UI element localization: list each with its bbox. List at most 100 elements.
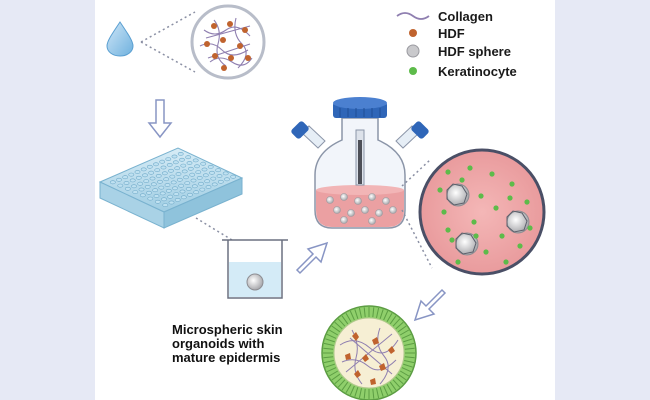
skin-organoid-icon: [321, 305, 417, 400]
plate-well: [184, 181, 191, 186]
plate-well: [159, 159, 166, 164]
epidermis-layer-line: [397, 325, 407, 333]
epidermis-layer-line: [403, 338, 413, 343]
caption-line-2: organoids with: [172, 336, 265, 351]
plate-well: [161, 197, 167, 202]
epidermis-layer-line: [323, 347, 334, 350]
epidermis-layer-line: [389, 381, 397, 391]
epidermis-layer-line: [337, 318, 346, 327]
legend-label-collagen: Collagen: [438, 8, 493, 24]
plate-well: [190, 178, 197, 183]
epidermis-layer-line: [363, 307, 366, 318]
plate-well: [146, 190, 152, 195]
plate-well: [187, 192, 193, 197]
epidermis-layer-line: [328, 370, 339, 377]
epidermis-layer-line: [326, 333, 337, 339]
plate-well: [193, 190, 200, 195]
plate-well: [181, 169, 188, 174]
plate-well: [167, 194, 174, 199]
epidermis-layer-line: [341, 381, 349, 391]
plate-well: [205, 185, 212, 189]
plate-well: [163, 177, 170, 182]
plate-well: [109, 180, 116, 185]
epidermis-layer-line: [337, 379, 346, 388]
epidermis-layer-line: [372, 388, 375, 399]
epidermis-layer-line: [323, 356, 334, 359]
plate-well: [191, 184, 198, 189]
plate-well: [138, 187, 145, 192]
epidermis-layer-line: [403, 363, 413, 368]
plate-well: [230, 174, 237, 179]
plate-well: [198, 181, 204, 186]
keratinocyte-cluster: [437, 165, 533, 265]
plate-well: [192, 158, 199, 163]
legend-collagen: Collagen: [396, 7, 493, 25]
caption-line-1: Microspheric skin: [172, 322, 283, 337]
plate-well: [166, 162, 173, 167]
plate-well: [164, 183, 171, 187]
epidermis-layer-line: [399, 370, 410, 377]
plate-well: [211, 182, 218, 187]
epidermis-layer-line: [392, 379, 401, 388]
plate-well: [157, 179, 163, 184]
hdf-sphere-icon: [406, 44, 420, 58]
epidermis-layer-line: [401, 367, 412, 373]
plate-well: [185, 186, 192, 191]
plate-well: [210, 176, 217, 181]
magnification-lines-top: [140, 11, 196, 73]
plate-well: [165, 157, 172, 162]
plate-well: [129, 178, 136, 183]
plate-well: [137, 181, 144, 186]
epidermis-layer-line: [383, 310, 389, 321]
legend-label-keratinocyte: Keratinocyte: [438, 63, 517, 79]
plate-well: [200, 161, 207, 166]
epidermis-layer-line: [392, 318, 401, 327]
plate-well: [173, 192, 180, 197]
epidermis-layer-line: [404, 347, 415, 350]
plate-well: [132, 190, 139, 195]
arrow-down-icon: [147, 99, 173, 139]
plate-well: [139, 193, 146, 198]
plate-well: [224, 177, 230, 182]
plate-well: [178, 183, 185, 188]
plate-well: [131, 184, 137, 189]
organoid-caption: Microspheric skin organoids with mature …: [172, 323, 322, 365]
plate-well: [180, 195, 187, 200]
magnified-collagen-hdf-icon: [190, 4, 266, 80]
plate-well: [116, 177, 122, 182]
epidermis-layer-line: [323, 342, 334, 346]
plate-well: [196, 175, 203, 180]
plate-well: [209, 170, 215, 175]
plate-well: [159, 191, 166, 196]
epidermis-layer-line: [354, 387, 359, 397]
epidermis-layer-line: [372, 307, 375, 318]
plate-well: [170, 180, 177, 185]
epidermis-layer-line: [397, 373, 407, 381]
plate-well: [183, 175, 189, 180]
plate-well: [177, 151, 184, 156]
legend-hdf: HDF: [396, 24, 465, 42]
plate-well: [168, 168, 174, 173]
droplet-icon: [106, 21, 134, 57]
plate-well: [172, 186, 178, 191]
legend-label-hdf: HDF: [438, 25, 465, 41]
plate-well: [160, 165, 167, 170]
epidermis-layer-line: [386, 312, 393, 323]
epidermis-layer-line: [345, 383, 352, 394]
epidermis-layer-line: [341, 315, 349, 325]
epidermis-layer-line: [376, 307, 380, 318]
plate-well: [207, 164, 214, 169]
epidermis-layer-line: [404, 342, 415, 346]
spinner-flask-icon: [291, 97, 429, 229]
plate-well: [147, 196, 154, 201]
plate-well: [174, 197, 181, 202]
plate-well: [172, 160, 179, 165]
plate-well: [140, 167, 147, 172]
hdf-sphere-cluster: [446, 183, 530, 256]
plate-well: [194, 164, 200, 169]
epidermis-layer-line: [349, 385, 355, 396]
plate-well: [134, 170, 141, 174]
magnified-coculture-icon: [418, 148, 546, 276]
plate-well: [195, 170, 202, 175]
